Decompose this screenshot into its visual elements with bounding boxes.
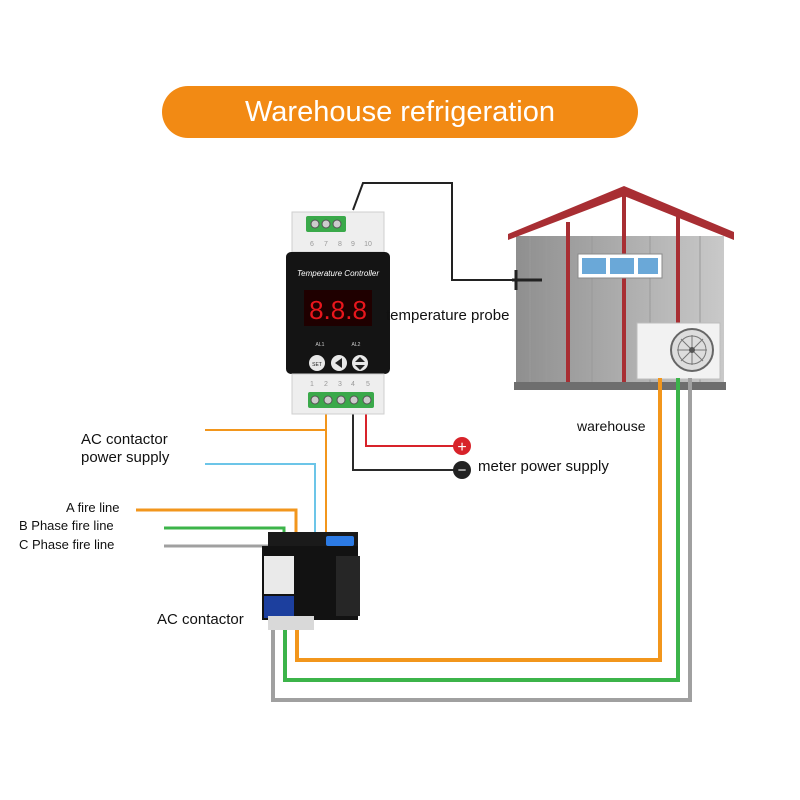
ac-contactor-label: AC contactor: [157, 611, 244, 628]
svg-text:AL1: AL1: [316, 342, 325, 348]
condenser-unit: [636, 322, 721, 380]
left-arrow-button[interactable]: [331, 355, 347, 371]
b-phase-fire-line-label: B Phase fire line: [19, 518, 114, 533]
ac-supply-blue: [205, 463, 316, 540]
meter-power-supply-label: meter power supply: [478, 458, 609, 475]
page-title: Warehouse refrigeration: [162, 86, 638, 138]
probe-wire: [352, 182, 528, 281]
a-fire-line-warehouse: [295, 378, 662, 662]
a-fire-line-label: A fire line: [66, 500, 120, 515]
svg-text:+: +: [457, 439, 466, 456]
temperature-probe-label: temperature probe: [386, 307, 510, 324]
ac-contactor-device: [262, 532, 360, 630]
warehouse-building: [508, 186, 734, 390]
svg-text:−: −: [458, 462, 467, 479]
ac-contactor-power-supply-label-1: AC contactor: [81, 431, 168, 448]
c-phase-fire-line: [164, 544, 274, 552]
b-phase-fire-line-warehouse: [283, 378, 680, 682]
controller-display: [304, 290, 372, 326]
svg-text:SET: SET: [312, 362, 322, 368]
svg-text:8: 8: [338, 241, 342, 248]
svg-text:1: 1: [310, 381, 314, 388]
set-button[interactable]: SET: [309, 355, 325, 371]
c-phase-fire-line-label: C Phase fire line: [19, 537, 115, 552]
svg-text:4: 4: [351, 381, 355, 388]
svg-text:2: 2: [324, 381, 328, 388]
up-down-button[interactable]: [352, 355, 368, 371]
probe-icon: [512, 270, 542, 290]
plus-circle-icon: +: [453, 437, 471, 456]
svg-text:AL2: AL2: [352, 342, 361, 348]
c-phase-fire-line-warehouse: [271, 378, 692, 702]
svg-text:3: 3: [338, 381, 342, 388]
meter-positive-wire: [365, 404, 455, 447]
svg-text:9: 9: [351, 241, 355, 248]
svg-text:8.8.8: 8.8.8: [309, 295, 367, 325]
svg-text:5: 5: [366, 381, 370, 388]
ac-contactor-power-supply-label-2: power supply: [81, 449, 170, 466]
meter-negative-wire: [352, 404, 455, 471]
window-icon: [577, 253, 663, 279]
warehouse-label: warehouse: [577, 418, 646, 434]
svg-text:7: 7: [324, 241, 328, 248]
minus-circle-icon: −: [453, 461, 471, 479]
svg-text:6: 6: [310, 241, 314, 248]
fan-icon: [670, 328, 714, 372]
svg-text:10: 10: [364, 241, 372, 248]
controller-name: Temperature Controller: [297, 269, 379, 278]
temperature-controller: 6 7 8 9 10 Temperature Controller 8.8.8 …: [286, 211, 390, 415]
